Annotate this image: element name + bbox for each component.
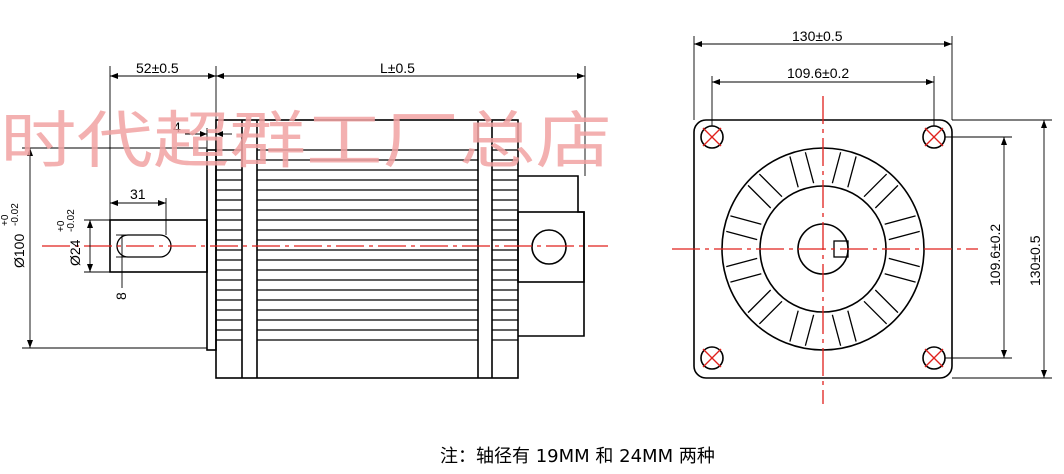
shop-watermark: 时代超群工厂总店	[0, 104, 612, 177]
dim-flange-height: 130±0.5	[1027, 235, 1043, 286]
shaft-tol-lower: -0.02	[66, 209, 77, 232]
front-dimensions	[693, 36, 1052, 379]
front-arrows	[694, 41, 1047, 378]
dim-shaft-diameter: Ø24 +0 -0.02	[56, 209, 83, 266]
pilot-diameter-value: Ø100	[11, 234, 27, 268]
vent-slots	[726, 152, 920, 346]
vent-slot-edge	[863, 300, 888, 325]
pilot-tol-upper: +0	[0, 214, 11, 226]
vent-slot-edge	[747, 184, 772, 209]
dim-flange-width: 130±0.5	[792, 28, 843, 44]
vent-slot-edge	[888, 257, 920, 268]
vent-slot-edge	[804, 314, 815, 346]
vent-slot-edge	[847, 310, 857, 342]
dim-hole-spacing-h: 109.6±0.2	[787, 65, 849, 81]
vent-slot-edge	[847, 156, 857, 188]
vent-slot-edge	[831, 152, 842, 184]
vent-slot-edge	[831, 314, 842, 346]
hole-crosses	[702, 127, 944, 368]
shaft-diameter-value: Ø24	[67, 239, 83, 266]
dim-shaft-length: 52±0.5	[136, 60, 179, 76]
vent-slot-edge	[888, 230, 920, 241]
vent-slot-edge	[789, 310, 799, 342]
cable-gland	[531, 229, 567, 265]
dim-flange-thickness: 4	[173, 119, 181, 135]
flange	[206, 149, 217, 351]
terminal-box	[518, 175, 585, 337]
dim-key-width: 8	[113, 292, 129, 300]
dim-hole-spacing-v: 109.6±0.2	[987, 224, 1003, 286]
vent-slot-edge	[874, 184, 899, 209]
vent-slot-edge	[730, 273, 762, 283]
vent-slot-edge	[884, 273, 916, 283]
vent-slot-edge	[747, 289, 772, 314]
vent-slot-edge	[726, 230, 758, 241]
vent-slot-edge	[884, 215, 916, 225]
vent-slot-edge	[789, 156, 799, 188]
side-view	[109, 119, 585, 379]
vent-slot-edge	[804, 152, 815, 184]
dim-key-length: 31	[130, 186, 146, 202]
side-arrows	[27, 73, 585, 348]
vent-slot-edge	[726, 257, 758, 268]
keyway	[116, 234, 172, 258]
vent-slot-edge	[730, 215, 762, 225]
shaft-tol-upper: +0	[56, 220, 67, 232]
vent-slot-edge	[758, 300, 783, 325]
dim-body-length: L±0.5	[380, 60, 415, 76]
shaft-note: 注：轴径有 19MM 和 24MM 两种	[440, 446, 715, 467]
cooling-fins	[216, 149, 518, 341]
vent-slot-edge	[758, 173, 783, 198]
dim-pilot-diameter: Ø100 +0 -0.02	[0, 203, 27, 268]
side-dimensions	[22, 66, 586, 349]
pilot-tol-lower: -0.02	[10, 203, 21, 226]
vent-slot-edge	[863, 173, 888, 198]
mount-hole-bl	[700, 346, 724, 370]
vent-slot-edge	[874, 289, 899, 314]
